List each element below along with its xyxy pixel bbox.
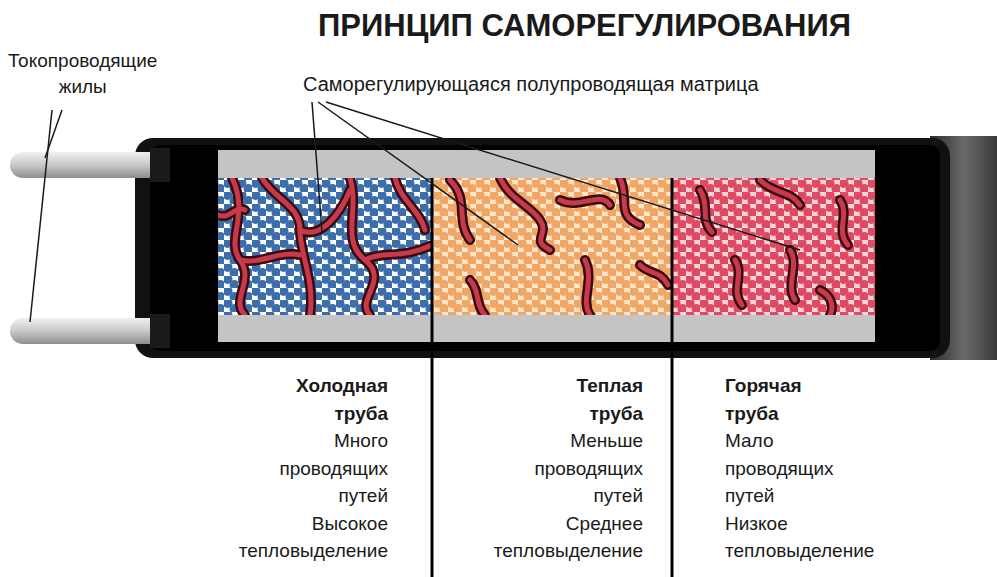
wire-entry [150, 148, 170, 182]
section-divider [431, 178, 434, 577]
column-text: Мало проводящих путей [725, 427, 834, 510]
column-text: Высокое тепловыделение [239, 510, 388, 565]
diagram-title: ПРИНЦИП САМОРЕГУЛИРОВАНИЯ [318, 8, 851, 44]
part-label: Саморегулирующаяся полупроводящая матриц… [303, 72, 759, 96]
cold-matrix [218, 178, 432, 315]
conductor-wire [10, 152, 170, 178]
column-text: Много проводящих путей [279, 427, 388, 510]
conductor-wire [10, 318, 170, 344]
conductor-band [218, 315, 875, 342]
column-heading: Холодная труба [296, 372, 388, 427]
column-heading: Теплая труба [577, 372, 643, 427]
part-label: Токопроводящие жилы [8, 48, 157, 99]
hot-matrix [672, 178, 875, 315]
conductive-paths [700, 180, 848, 315]
column-text: Среднее тепловыделение [494, 510, 643, 565]
inner-jacket [150, 145, 940, 351]
column-heading: Горячая труба [725, 372, 802, 427]
outer-jacket [135, 138, 950, 358]
conductive-paths [218, 178, 432, 315]
section-divider [671, 178, 674, 577]
leader-lines [30, 102, 800, 322]
column-text: Меньше проводящих путей [534, 427, 643, 510]
column-text: Низкое тепловыделение [725, 510, 874, 565]
wire-entry [150, 314, 170, 348]
